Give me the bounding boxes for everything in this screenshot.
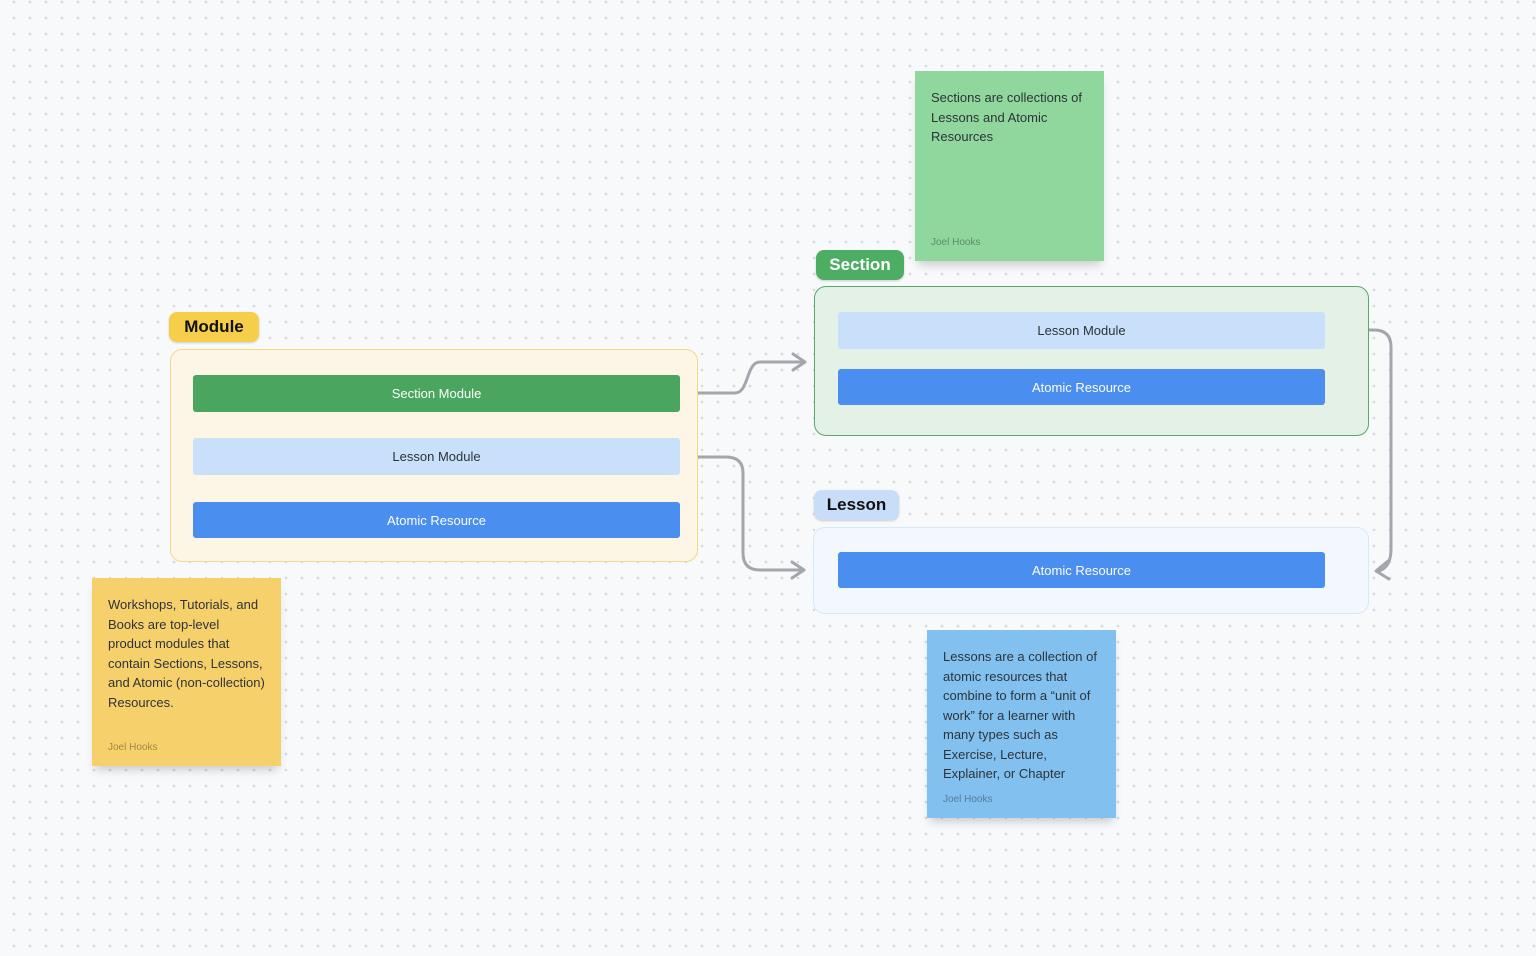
sticky-note-text: Sections are collections of Lessons and … <box>931 90 1083 144</box>
sticky-note-author: Joel Hooks <box>108 742 158 753</box>
section-group-label[interactable]: Section <box>816 250 904 280</box>
module-group-label[interactable]: Module <box>169 312 259 342</box>
sticky-note-sections[interactable]: Sections are collections of Lessons and … <box>915 71 1104 261</box>
lesson-atomic-resource-bar[interactable]: Atomic Resource <box>838 552 1325 588</box>
sticky-note-author: Joel Hooks <box>931 237 981 248</box>
section-lesson-module-bar[interactable]: Lesson Module <box>838 312 1325 349</box>
arrow-section-module-to-section[interactable] <box>678 352 807 395</box>
sticky-note-lessons[interactable]: Lessons are a collection of atomic resou… <box>927 630 1116 818</box>
sticky-note-text: Workshops, Tutorials, and Books are top-… <box>108 597 265 710</box>
section-group-container[interactable] <box>814 286 1369 436</box>
module-atomic-resource-bar[interactable]: Atomic Resource <box>193 502 680 538</box>
module-lesson-module-bar[interactable]: Lesson Module <box>193 438 680 475</box>
section-atomic-resource-bar[interactable]: Atomic Resource <box>838 369 1325 405</box>
sticky-note-author: Joel Hooks <box>943 794 993 805</box>
sticky-note-modules[interactable]: Workshops, Tutorials, and Books are top-… <box>92 578 281 766</box>
module-section-module-bar[interactable]: Section Module <box>193 375 680 412</box>
sticky-note-text: Lessons are a collection of atomic resou… <box>943 649 1097 781</box>
arrow-lesson-module-to-lesson[interactable] <box>678 455 806 580</box>
lesson-group-label[interactable]: Lesson <box>814 490 899 520</box>
